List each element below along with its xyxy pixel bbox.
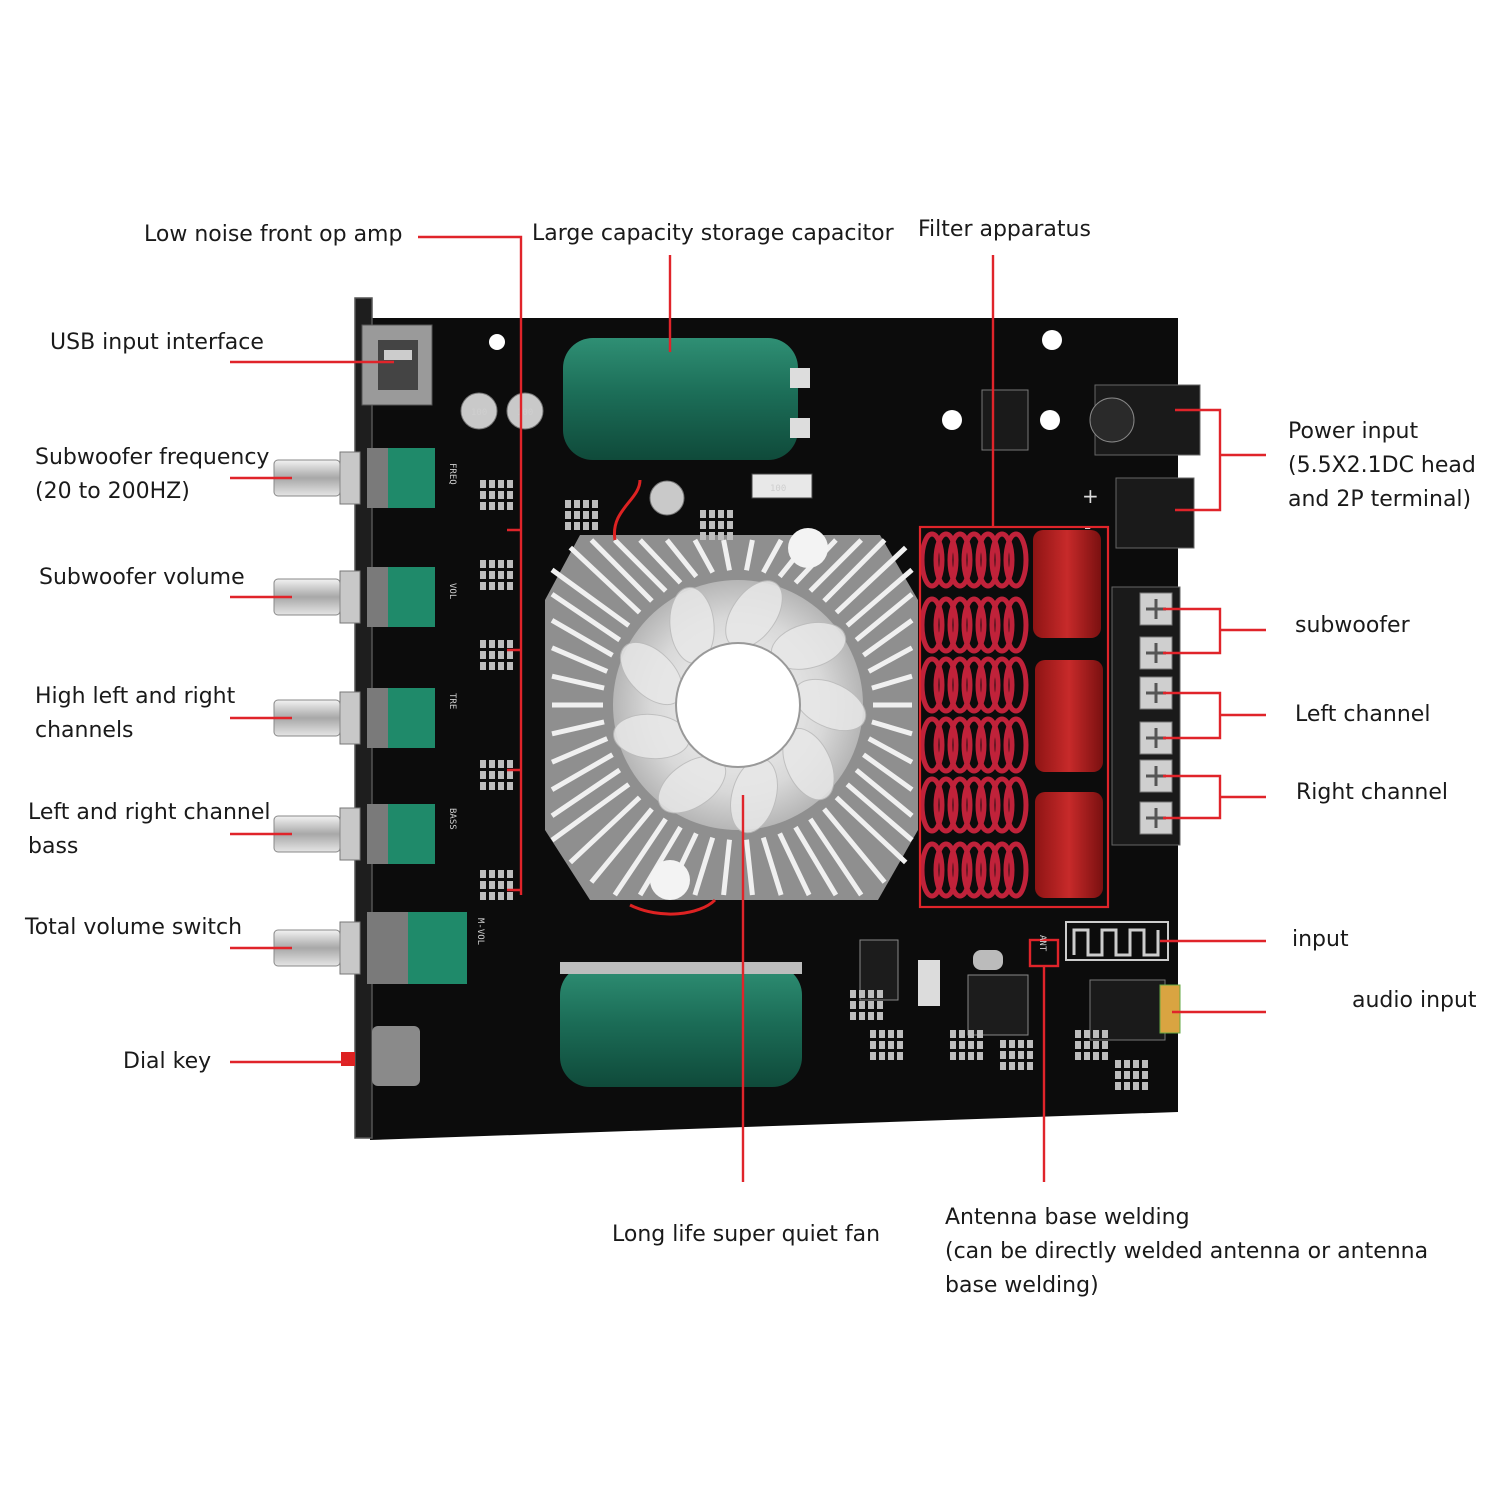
smd-components <box>480 480 1148 1090</box>
mount-hole <box>489 334 505 350</box>
filter-highlight-box <box>918 525 1110 909</box>
silk-tre: TRE <box>447 693 457 709</box>
diode <box>942 389 1060 451</box>
silk-mvol: M-VOL <box>475 918 485 945</box>
storage-capacitor-bottom <box>560 962 802 1087</box>
dc-jack <box>1089 384 1201 456</box>
svg-text:+: + <box>1082 484 1099 508</box>
label-filter: Filter apparatus <box>918 217 1091 242</box>
svg-text:100: 100 <box>770 484 786 494</box>
label-bass: Left and right channel bass <box>28 800 271 859</box>
label-bt-input: input <box>1292 927 1349 952</box>
svg-text:100: 100 <box>517 408 533 418</box>
silk-ant: ANT <box>1037 935 1047 952</box>
label-sub-freq: Subwoofer frequency (20 to 200HZ) <box>35 445 270 504</box>
leader-op-amp <box>418 235 523 895</box>
dial-key-button <box>341 1052 355 1066</box>
label-sub-vol: Subwoofer volume <box>39 565 245 590</box>
dial-key-switch <box>372 1026 420 1086</box>
label-op-amp: Low noise front op amp <box>144 222 403 247</box>
potentiometers <box>273 448 467 984</box>
silk-freq: FREQ <box>447 463 457 485</box>
label-subwoofer: subwoofer <box>1295 613 1410 638</box>
label-treble: High left and right channels <box>35 684 236 743</box>
filter-film-capacitors <box>1033 530 1103 898</box>
leader-lines <box>230 235 1266 1182</box>
label-usb: USB input interface <box>50 330 264 355</box>
usb-port <box>361 324 433 406</box>
resistor: 100 <box>751 473 813 499</box>
svg-text:100: 100 <box>471 408 487 418</box>
storage-capacitor-top <box>563 338 810 460</box>
leader-left <box>1163 691 1266 740</box>
leader-right <box>1163 774 1266 820</box>
leader-subwoofer <box>1163 607 1266 655</box>
small-capacitors: 100 100 <box>460 392 685 516</box>
label-total-vol: Total volume switch <box>25 915 243 940</box>
filter-inductors <box>919 531 1029 899</box>
label-capacitor: Large capacity storage capacitor <box>532 221 894 246</box>
fan <box>612 479 867 916</box>
label-right-channel: Right channel <box>1296 780 1448 805</box>
silk-bass: BASS <box>447 808 457 830</box>
label-left-channel: Left channel <box>1295 702 1431 727</box>
label-antenna: Antenna base welding (can be directly we… <box>945 1205 1429 1298</box>
mount-hole <box>1042 330 1062 350</box>
label-audio-input: audio input <box>1352 988 1477 1013</box>
leader-power <box>1175 408 1266 512</box>
label-power: Power input (5.5X2.1DC head and 2P termi… <box>1288 419 1476 512</box>
label-fan: Long life super quiet fan <box>612 1222 881 1247</box>
label-dial: Dial key <box>123 1049 212 1074</box>
speaker-terminal-block <box>1111 586 1181 846</box>
silk-vol: VOL <box>447 583 457 599</box>
